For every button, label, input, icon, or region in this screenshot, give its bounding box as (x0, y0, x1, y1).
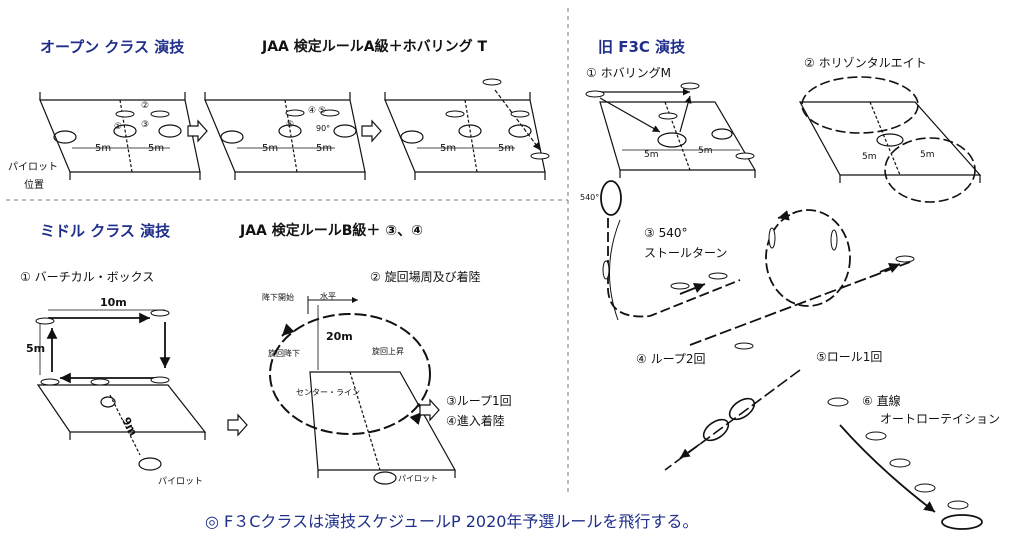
circuit-title: ② 旋回場周及び着陸 (370, 270, 481, 284)
hover-m-field (599, 88, 757, 178)
open-step-1: ① (114, 122, 123, 132)
stall-turn-path (600, 180, 741, 321)
stall-turn-label-2: ストールターン (644, 246, 728, 260)
loop-path (689, 209, 911, 346)
middle-class-title: ミドル クラス 演技 (40, 222, 171, 240)
eight-right-loop (884, 137, 976, 203)
loop-once-label: ③ループ1回 (446, 394, 512, 408)
autorotation-label: オートローテイション (880, 412, 1001, 426)
circuit-path (269, 313, 431, 435)
open-dist-5: 5m (440, 143, 457, 154)
open-field-2 (204, 92, 366, 180)
open-dist-1: 5m (95, 143, 112, 154)
middle-class-rule: JAA 検定ルールB級＋ ③、④ (240, 223, 424, 239)
circuit-dist-label: 20m (326, 330, 353, 343)
open-class-rule: JAA 検定ルールA級＋ホバリング T (262, 39, 488, 55)
open-step-3: ③ (141, 120, 150, 130)
horizontal-eight-label: ② ホリゾンタルエイト (804, 56, 927, 70)
helicopter-marks-open (115, 78, 550, 160)
circuit-step-arrow-2 (419, 398, 440, 422)
helicopter-marks-f3c (602, 227, 969, 510)
turn-descent-label: 旋回降下 (268, 349, 300, 358)
circuit-step-arrow (227, 413, 248, 437)
box-width-label: 10m (100, 296, 127, 309)
footer-note: ◎ F３Cクラスは演技スケジュールP 2020年予選ルールを飛行する。 (205, 512, 699, 531)
f3c-dist-1: 5m (644, 150, 659, 160)
approach-landing-label: ④進入着陸 (446, 414, 505, 428)
circuit-field (309, 371, 457, 485)
f3c-title: 旧 F3C 演技 (598, 38, 686, 56)
roll-path (664, 369, 801, 471)
helicopter-marks-hover (585, 82, 755, 160)
f3c-dist-2: 5m (698, 146, 713, 156)
open-field-1 (39, 92, 201, 180)
straight-label: ⑥ 直線 (862, 394, 901, 408)
helicopter-marks-box (35, 309, 170, 386)
open-field-3 (384, 89, 546, 180)
circuit-pilot-label: パイロット (398, 474, 438, 483)
f3c-dist-4: 5m (920, 150, 935, 160)
open-class-title: オープン クラス 演技 (40, 38, 185, 56)
open-step-arrow-2 (361, 119, 382, 143)
open-angle: 90° (316, 124, 331, 133)
hover-m-label: ① ホバリングM (586, 66, 671, 80)
box-height-label: 5m (26, 342, 46, 355)
open-step-2: ② (141, 101, 150, 111)
open-step-5: ⑤ (318, 106, 327, 116)
vertical-box-title: ① バーチカル・ボックス (20, 270, 155, 284)
position-label: 位置 (24, 180, 44, 191)
open-step-arrow-1 (187, 119, 208, 143)
roll-once-label: ⑤ロール1回 (816, 350, 883, 364)
center-line-label: センター・ライン (296, 388, 360, 397)
descent-start-label: 降下開始 (262, 293, 294, 302)
eight-left-loop (801, 76, 919, 134)
open-dist-3: 5m (262, 143, 279, 154)
horizontal-eight-field (798, 101, 982, 183)
autorotation-path (839, 424, 983, 530)
pilot-label: パイロット (8, 162, 58, 173)
open-dist-4: 5m (316, 143, 333, 154)
f3c-dist-3: 5m (862, 152, 877, 162)
open-dist-2: 5m (148, 143, 165, 154)
loop-twice-label: ④ ループ2回 (636, 352, 706, 366)
vertical-box-path (39, 309, 171, 384)
open-step-6: ⑥ (286, 120, 295, 130)
open-step-4: ④ (308, 106, 317, 116)
stall-angle-label: 540° (580, 193, 600, 202)
stall-turn-label-1: ③ 540° (644, 226, 688, 240)
open-dist-6: 5m (498, 143, 515, 154)
vertical-box-field (36, 384, 207, 471)
level-label: 水平 (320, 292, 336, 301)
box-pilot-label: パイロット (158, 477, 204, 487)
turn-climb-label: 旋回上昇 (372, 347, 404, 356)
